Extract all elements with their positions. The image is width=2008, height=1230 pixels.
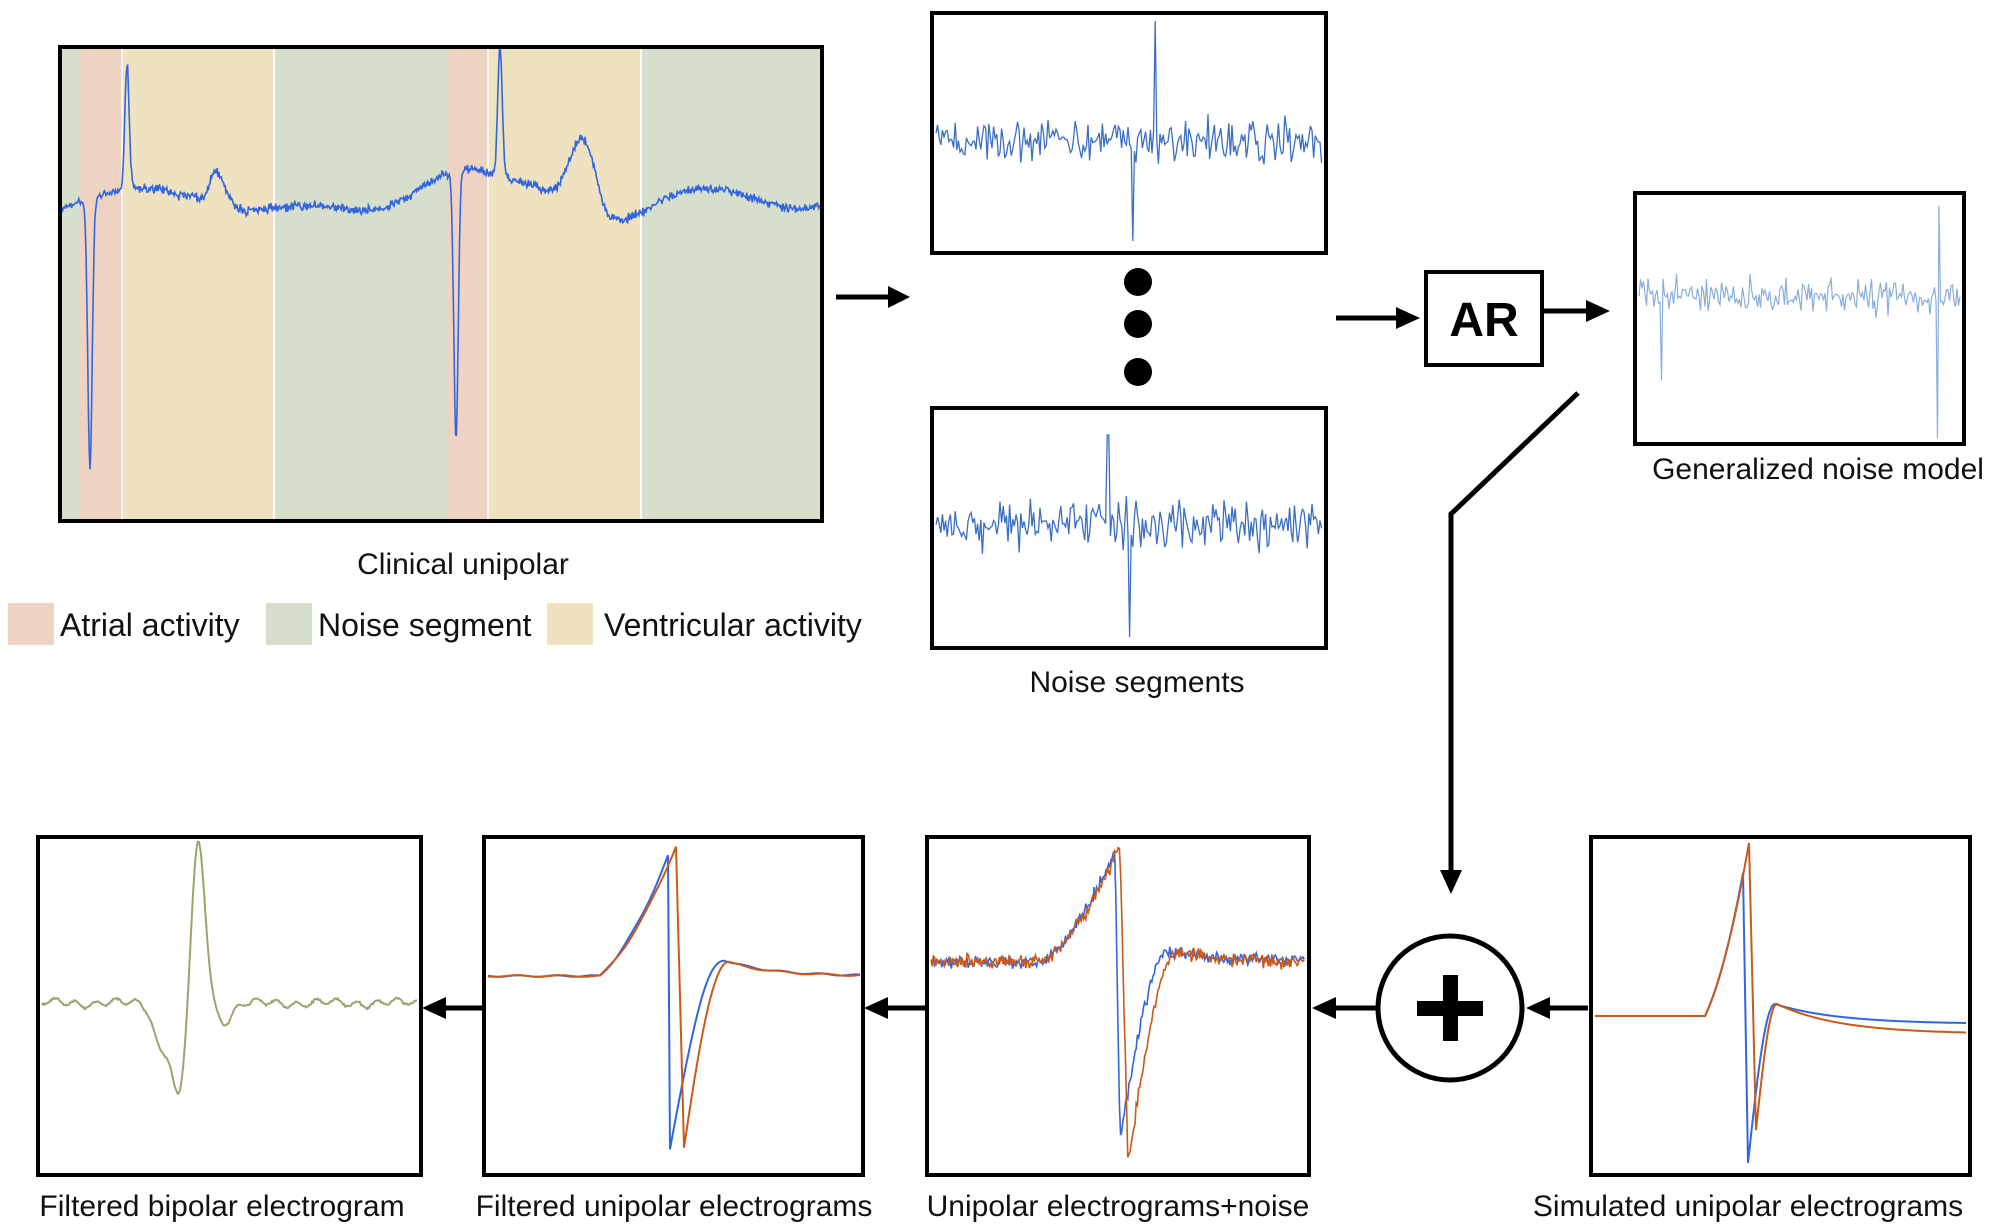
dot (1124, 310, 1152, 338)
filtered-bipolar-panel: Filtered bipolar electrogram (36, 835, 423, 1223)
sum-node (1375, 933, 1525, 1083)
noise-segment-panel-2: Noise segments (930, 406, 1328, 699)
clinical-frame (58, 45, 824, 523)
noise-segment-frame-1 (930, 11, 1328, 255)
filtered-trace-blue (487, 854, 861, 1150)
noisy-trace-blue (930, 851, 1305, 1136)
legend-label-noise: Noise segment (318, 607, 532, 643)
arrow-noisy-to-filtered (864, 997, 925, 1019)
noise-segment-frame-2 (930, 406, 1328, 650)
noise-band (62, 49, 80, 519)
legend-label-ventricular: Ventricular activity (604, 607, 862, 643)
simulated-trace-blue (1595, 872, 1966, 1164)
filtered-unipolar-panel: Filtered unipolar electrograms (476, 835, 873, 1223)
ventricular-band (488, 49, 641, 519)
arrow-to-ar (1336, 307, 1420, 329)
generalized-frame (1633, 191, 1966, 446)
noise-segments-label: Noise segments (1029, 666, 1244, 699)
noise-trace-1 (935, 20, 1323, 242)
noise-segment-panel-1 (930, 11, 1328, 255)
arrow-to-generalized-model (1542, 300, 1610, 322)
simulated-panel: Simulated unipolar electrograms (1533, 835, 1972, 1223)
noise-band (641, 49, 820, 519)
connector-model-to-sum (1440, 391, 1580, 894)
clinical-trace (62, 49, 820, 470)
clinical-background-bands (62, 49, 820, 519)
arrow-to-noise-segments (836, 286, 910, 308)
noise-trace-2 (935, 434, 1323, 638)
atrial-band (448, 49, 488, 519)
arrow-sum-to-noisy (1312, 997, 1376, 1019)
generalized-noise-trace (1638, 205, 1961, 439)
filtered-bipolar-label: Filtered bipolar electrogram (39, 1190, 404, 1223)
noise-band (274, 49, 448, 519)
legend-swatch-ventricular (547, 603, 593, 645)
simulated-frame (1589, 835, 1972, 1177)
legend-label-atrial: Atrial activity (60, 607, 240, 643)
filtered-unipolar-frame (482, 835, 865, 1177)
clinical-unipolar-panel: Clinical unipolar (58, 45, 824, 581)
ventricular-band (122, 49, 274, 519)
generalized-noise-model-panel: Generalized noise model (1633, 191, 1984, 486)
legend-swatch-atrial (8, 603, 54, 645)
arrow-sim-to-sum (1526, 997, 1588, 1019)
filtered-bipolar-frame (36, 835, 423, 1177)
bipolar-trace (41, 840, 418, 1096)
plus-icon-v (1443, 975, 1458, 1041)
ar-label: AR (1449, 294, 1518, 347)
dot (1124, 358, 1152, 386)
dot (1124, 268, 1152, 296)
simulated-label: Simulated unipolar electrograms (1533, 1190, 1963, 1223)
unipolar-noise-panel: Unipolar electrograms+noise (925, 835, 1311, 1223)
filtered-unipolar-label: Filtered unipolar electrograms (476, 1190, 873, 1223)
simulated-trace-orange (1595, 842, 1966, 1131)
noisy-trace-orange (930, 846, 1305, 1158)
unipolar-noise-frame (925, 835, 1311, 1177)
filtered-trace-orange (488, 846, 861, 1148)
legend-swatch-noise (266, 603, 312, 645)
generalized-label: Generalized noise model (1652, 453, 1984, 486)
ar-model-box: AR (1424, 270, 1544, 367)
ellipsis-dots (1124, 268, 1152, 386)
unipolar-noise-label: Unipolar electrograms+noise (927, 1190, 1310, 1223)
legend: Atrial activity Noise segment Ventricula… (8, 603, 862, 645)
arrow-filtered-to-bipolar (422, 997, 482, 1019)
clinical-label: Clinical unipolar (357, 548, 569, 581)
